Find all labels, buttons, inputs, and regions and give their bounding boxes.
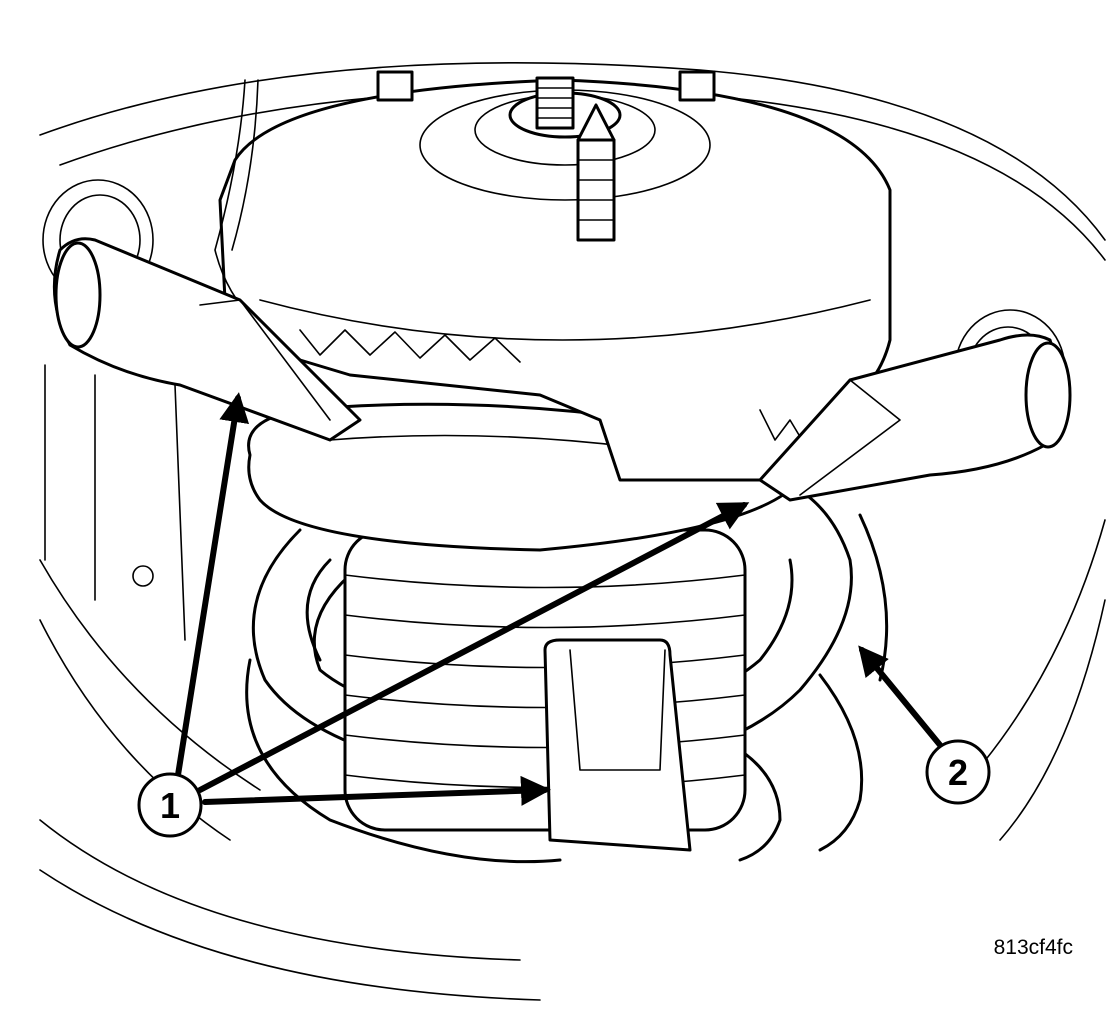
callout-2: 2 <box>925 739 991 805</box>
callout-circle <box>925 739 991 805</box>
leader-arrow <box>202 775 551 806</box>
spring-compressor-tool <box>52 237 1072 852</box>
leader-arrow <box>197 502 750 793</box>
image-reference-code: 813cf4fc <box>993 936 1073 959</box>
leader-arrow <box>175 392 250 778</box>
callout-1: 1 <box>137 772 203 838</box>
callout-circle <box>137 772 203 838</box>
leader-arrows <box>175 392 943 806</box>
callout-1-label: 1 <box>160 785 180 826</box>
callout-2-label: 2 <box>948 752 968 793</box>
leader-arrow <box>858 645 943 748</box>
